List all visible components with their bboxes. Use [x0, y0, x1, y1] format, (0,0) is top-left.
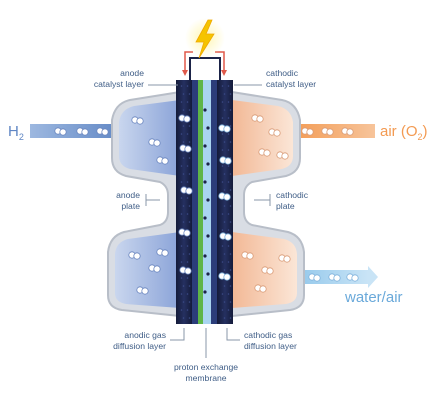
svg-text:diffusion layer: diffusion layer	[113, 341, 166, 351]
proton-dot	[206, 234, 210, 238]
svg-text:diffusion layer: diffusion layer	[244, 341, 297, 351]
label-cathodic-plate: cathodic plate	[276, 190, 309, 211]
cathode-catalyst-layer-strip	[211, 80, 217, 324]
svg-text:membrane: membrane	[185, 373, 226, 383]
molecule	[346, 273, 359, 282]
molecule	[218, 124, 231, 133]
cathode-chamber-upper	[232, 100, 293, 176]
proton-dot	[206, 272, 210, 276]
molecule	[156, 248, 169, 257]
molecule	[136, 286, 149, 295]
proton-dot	[206, 198, 210, 202]
molecule	[268, 128, 281, 137]
gas-molecules	[54, 114, 359, 295]
label-cathodic-catalyst-layer: cathodic catalyst layer	[266, 68, 316, 89]
proton-dot	[203, 216, 207, 220]
label-anode-plate: anode plate	[116, 190, 140, 211]
proton-dot	[203, 290, 207, 294]
anode-chamber-lower	[115, 232, 180, 308]
molecule	[54, 127, 67, 136]
molecule	[254, 284, 267, 293]
label-water-air: water/air	[344, 289, 403, 306]
molecule	[241, 251, 254, 260]
svg-text:anode: anode	[120, 68, 144, 78]
label-proton-exchange-membrane: proton exchange membrane	[174, 362, 238, 383]
proton-dot	[203, 254, 207, 258]
molecule	[321, 127, 334, 136]
molecule	[96, 127, 109, 136]
anode-catalyst-layer-strip	[192, 80, 198, 324]
proton-dot	[206, 126, 210, 130]
molecule	[128, 251, 141, 260]
proton-dot	[203, 180, 207, 184]
svg-text:plate: plate	[276, 201, 295, 211]
molecule	[218, 272, 231, 281]
svg-text:anode: anode	[116, 190, 140, 200]
molecule	[218, 192, 231, 201]
label-h2: H2	[8, 123, 24, 142]
molecule	[131, 116, 144, 125]
svg-text:proton exchange: proton exchange	[174, 362, 238, 372]
molecule	[148, 138, 161, 147]
molecule	[179, 144, 192, 153]
membrane-green-strip	[198, 80, 203, 324]
label-anodic-gas-diffusion-layer: anodic gas diffusion layer	[113, 330, 166, 351]
molecule	[178, 114, 191, 123]
proton-dot	[203, 108, 207, 112]
molecule	[328, 273, 341, 282]
molecule	[261, 266, 274, 275]
anode-chamber-upper	[119, 100, 180, 176]
svg-text:catalyst layer: catalyst layer	[94, 79, 144, 89]
molecule	[251, 114, 264, 123]
molecule	[258, 148, 271, 157]
svg-text:catalyst layer: catalyst layer	[266, 79, 316, 89]
label-anode-catalyst-layer: anode catalyst layer	[94, 68, 144, 89]
svg-text:cathodic: cathodic	[266, 68, 299, 78]
leader-lines	[145, 84, 271, 358]
molecule	[179, 266, 192, 275]
svg-text:cathodic: cathodic	[276, 190, 309, 200]
molecule	[148, 264, 161, 273]
molecule	[180, 186, 193, 195]
mea-stack	[176, 80, 233, 324]
molecule	[76, 127, 89, 136]
proton-particles	[203, 108, 210, 294]
molecule	[341, 127, 354, 136]
molecule	[219, 156, 232, 165]
svg-text:plate: plate	[121, 201, 140, 211]
anodic-gas-diffusion-layer	[176, 80, 192, 324]
svg-text:anodic gas: anodic gas	[124, 330, 166, 340]
cathodic-gas-diffusion-layer	[217, 80, 233, 324]
molecule	[278, 254, 291, 263]
molecule	[276, 151, 289, 160]
label-air-o2: air (O2)	[380, 123, 428, 142]
proton-exchange-membrane-strip	[203, 80, 211, 324]
label-cathodic-gas-diffusion-layer: cathodic gas diffusion layer	[244, 330, 297, 351]
molecule	[301, 127, 314, 136]
proton-dot	[203, 144, 207, 148]
molecule	[308, 273, 321, 282]
svg-text:cathodic gas: cathodic gas	[244, 330, 292, 340]
molecule	[219, 232, 232, 241]
molecule	[156, 156, 169, 165]
molecule	[178, 228, 191, 237]
lightning-bolt-icon	[185, 18, 225, 59]
proton-dot	[206, 162, 210, 166]
